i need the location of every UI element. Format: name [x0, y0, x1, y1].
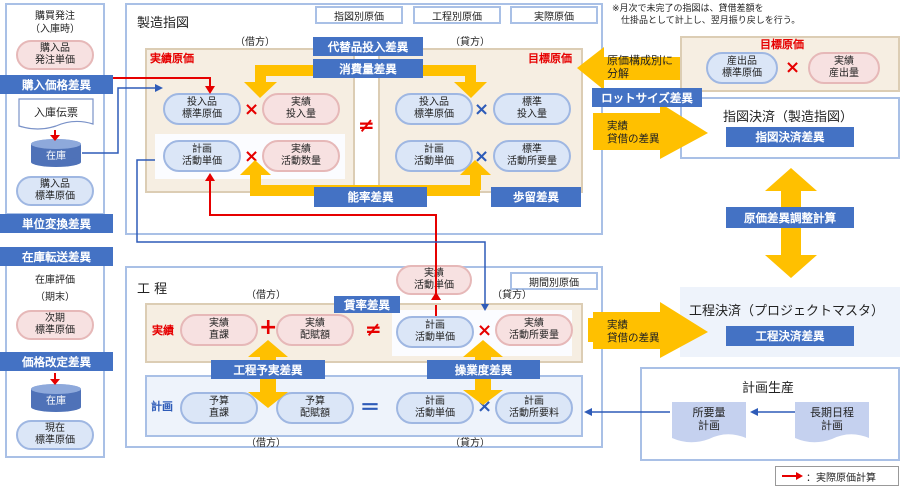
mrp-document-icon [672, 402, 746, 443]
times-icon: × [474, 99, 490, 120]
planned-production-title: 計画生産 [742, 381, 795, 396]
mrp-label: 所要量 計画 [692, 406, 726, 432]
legend-label: ：実際原価計算 [806, 472, 876, 484]
plan-debit-label: （借方） [246, 438, 286, 449]
receipt-slip-label: 入庫伝票 [34, 106, 78, 119]
debit-input-std-cost: 投入品 標準原価 [163, 93, 241, 125]
budget-allocation: 予算 配賦額 [276, 392, 354, 424]
legend: ：実際原価計算 [775, 466, 899, 486]
order-settlement-variance: 指図決済差異 [726, 127, 854, 147]
times-icon: × [244, 146, 260, 167]
tag-actual-cost: 実際原価 [510, 6, 598, 24]
credit-std-activity-requirement: 標準 活動所要量 [493, 140, 571, 172]
actual-allocation: 実績 配賦額 [276, 314, 354, 346]
long-term-plan-document-icon [795, 402, 869, 443]
credit-label: （貸方） [450, 37, 490, 48]
times-icon: × [477, 396, 493, 417]
purchase-order-price: 購入品 発注単価 [16, 40, 94, 70]
not-equal-icon: ≠ [358, 113, 375, 137]
actual-cost-label: 実績原価 [150, 52, 194, 65]
debit-label: （借方） [235, 37, 275, 48]
inventory-valuation-title: 在庫評価 （期末） [35, 275, 75, 303]
process-credit-label: （貸方） [492, 290, 532, 301]
actual-activity-price-top: 実績 活動単価 [396, 265, 472, 295]
debit-actual-activity-qty: 実績 活動数量 [262, 140, 340, 172]
equals-icon: ＝ [360, 395, 380, 419]
consumption-variance: 消費量差異 [313, 59, 423, 78]
cost-variance-adjustment: 原価差異調整計算 [726, 207, 854, 228]
budget-direct: 予算 直課 [180, 392, 258, 424]
purchased-std-cost: 購入品 標準原価 [16, 176, 94, 206]
substitute-variance: 代替品投入差異 [313, 37, 423, 56]
long-term-plan-label: 長期日程 計画 [810, 406, 854, 432]
rate-variance: 賃率差異 [334, 296, 400, 313]
efficiency-variance: 能率差異 [314, 187, 427, 207]
process-title: 工 程 [137, 282, 168, 297]
production-order-title: 製造指図 [137, 16, 190, 31]
not-equal-icon-2: ≠ [365, 317, 382, 341]
lot-size-variance: ロットサイズ差異 [592, 88, 702, 107]
inventory-cylinder-icon [31, 139, 81, 167]
price-revision-variance: 価格改定差異 [0, 352, 113, 371]
inventory-label-1: 在庫 [46, 151, 66, 162]
process-settlement-variance: 工程決済差異 [726, 326, 854, 346]
inventory-cylinder-icon-2 [31, 384, 81, 412]
actual-activity-requirement: 実績 活動所要量 [495, 314, 573, 346]
tag-period-cost: 期間別原価 [510, 272, 598, 290]
credit-plan-activity-price: 計画 活動単価 [395, 140, 473, 172]
target-cost-label-right: 目標原価 [760, 38, 804, 51]
purchase-price-variance: 購入価格差異 [0, 75, 113, 94]
actual-direct-labor: 実績 直課 [180, 314, 258, 346]
process-plan-activity-price: 計画 活動単価 [396, 316, 474, 348]
times-icon: × [474, 146, 490, 167]
actual-row-label: 実績 [152, 324, 174, 337]
process-settlement-title: 工程決済（プロジェクトマスタ） [689, 304, 885, 319]
plus-icon: + [259, 315, 278, 340]
plan-activity-price-2: 計画 活動単価 [396, 392, 474, 424]
plan-row-label: 計画 [151, 400, 173, 413]
process-budget-variance: 工程予実差異 [211, 360, 325, 379]
debit-actual-input-qty: 実績 投入量 [262, 93, 340, 125]
target-cost-label: 目標原価 [528, 52, 572, 65]
actual-diff-label-1: 実績 貸借の差異 [607, 120, 660, 145]
stock-transfer-variance: 在庫転送差異 [0, 247, 113, 266]
credit-std-input-qty: 標準 投入量 [493, 93, 571, 125]
debit-plan-activity-price: 計画 活動単価 [163, 140, 241, 172]
actual-diff-label-2: 実績 貸借の差異 [607, 319, 660, 344]
inventory-label-2: 在庫 [46, 396, 66, 407]
unit-conversion-variance: 単位変換差異 [0, 214, 113, 233]
decompose-label: 原価構成別に 分解 [607, 54, 673, 80]
times-icon: × [244, 99, 260, 120]
wip-note: ※月次で未完了の指図は、貸借差額を 仕掛品として計上し、翌月振り戻しを行う。 [612, 4, 801, 26]
credit-input-std-cost: 投入品 標準原価 [395, 93, 473, 125]
next-period-std-cost: 次期 標準原価 [16, 310, 94, 340]
times-icon: × [477, 320, 493, 341]
plan-credit-label: （貸方） [450, 438, 490, 449]
tag-process-cost: 工程別原価 [413, 6, 501, 24]
actual-output-qty: 実績 産出量 [808, 52, 880, 84]
purchase-order-title: 購買発注 （入庫時） [30, 11, 80, 35]
output-std-cost: 産出品 標準原価 [706, 52, 778, 84]
process-debit-label: （借方） [246, 290, 286, 301]
times-icon: × [785, 57, 801, 78]
operation-level-variance: 操業度差異 [427, 360, 540, 379]
process-settlement-box [680, 287, 900, 357]
current-std-cost: 現在 標準原価 [16, 420, 94, 450]
red-arrow-icon [782, 472, 803, 480]
yield-variance: 歩留差異 [491, 187, 581, 207]
tag-order-cost: 指図別原価 [315, 6, 403, 24]
order-settlement-title: 指図決済（製造指図） [723, 110, 854, 125]
plan-activity-requirement: 計画 活動所要料 [495, 392, 573, 424]
